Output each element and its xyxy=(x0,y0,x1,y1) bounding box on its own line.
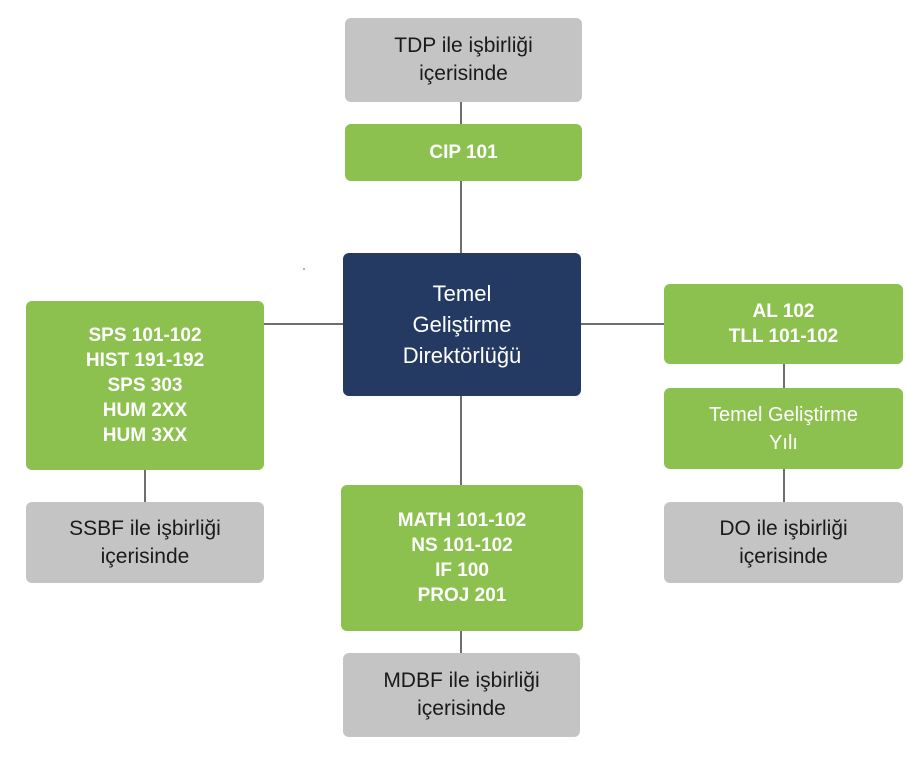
connector-left xyxy=(262,323,347,325)
bottom-course-line-2: NS 101-102 xyxy=(411,535,513,556)
left-course-line-1: SPS 101-102 xyxy=(88,325,202,346)
right-year-box: Temel Geliştirme Yılı xyxy=(664,388,903,469)
center-line-3: Direktörlüğü xyxy=(402,343,522,368)
right-collab-line-1: DO ile işbirliği xyxy=(719,516,848,540)
left-course-line-2: HIST 191-192 xyxy=(85,350,205,371)
left-course-box: SPS 101-102 HIST 191-192 SPS 303 HUM 2XX… xyxy=(26,301,264,470)
top-collab-line-1: TDP ile işbirliği xyxy=(394,34,533,57)
top-collab-line-2: içerisinde xyxy=(419,62,508,85)
bottom-course-box: MATH 101-102 NS 101-102 IF 100 PROJ 201 xyxy=(341,485,583,631)
stray-dot xyxy=(303,268,305,270)
right-course-line-1: AL 102 xyxy=(752,301,815,322)
left-collab-box: SSBF ile işbirliği içerisinde xyxy=(26,502,264,583)
right-collab-line-2: içerisinde xyxy=(739,544,828,568)
bottom-course-line-1: MATH 101-102 xyxy=(397,510,527,531)
left-course-line-5: HUM 3XX xyxy=(102,425,188,446)
bottom-course-line-3: IF 100 xyxy=(435,560,489,581)
top-course-box: CIP 101 xyxy=(345,124,582,181)
left-collab-line-1: SSBF ile işbirliği xyxy=(69,516,221,540)
right-year-line-1: Temel Geliştirme xyxy=(709,403,858,426)
top-course-line-1: CIP 101 xyxy=(429,142,498,163)
left-collab-line-2: içerisinde xyxy=(100,544,190,568)
left-course-line-4: HUM 2XX xyxy=(102,400,188,421)
connector-right xyxy=(580,323,667,325)
top-collab-box: TDP ile işbirliği içerisinde xyxy=(345,18,582,102)
right-collab-box: DO ile işbirliği içerisinde xyxy=(664,502,903,583)
connector-left-down xyxy=(144,468,146,504)
right-year-line-2: Yılı xyxy=(769,431,798,454)
left-course-line-3: SPS 303 xyxy=(107,375,183,396)
center-line-1: Temel xyxy=(432,281,492,306)
bottom-collab-line-1: MDBF ile işbirliği xyxy=(383,669,540,692)
bottom-course-line-4: PROJ 201 xyxy=(417,585,507,606)
bottom-collab-line-2: içerisinde xyxy=(417,697,506,720)
center-line-2: Geliştirme xyxy=(412,312,512,337)
right-course-box: AL 102 TLL 101-102 xyxy=(664,284,903,364)
right-course-line-2: TLL 101-102 xyxy=(728,326,839,347)
bottom-collab-box: MDBF ile işbirliği içerisinde xyxy=(343,653,580,737)
center-directorate-box: Temel Geliştirme Direktörlüğü xyxy=(343,253,581,396)
